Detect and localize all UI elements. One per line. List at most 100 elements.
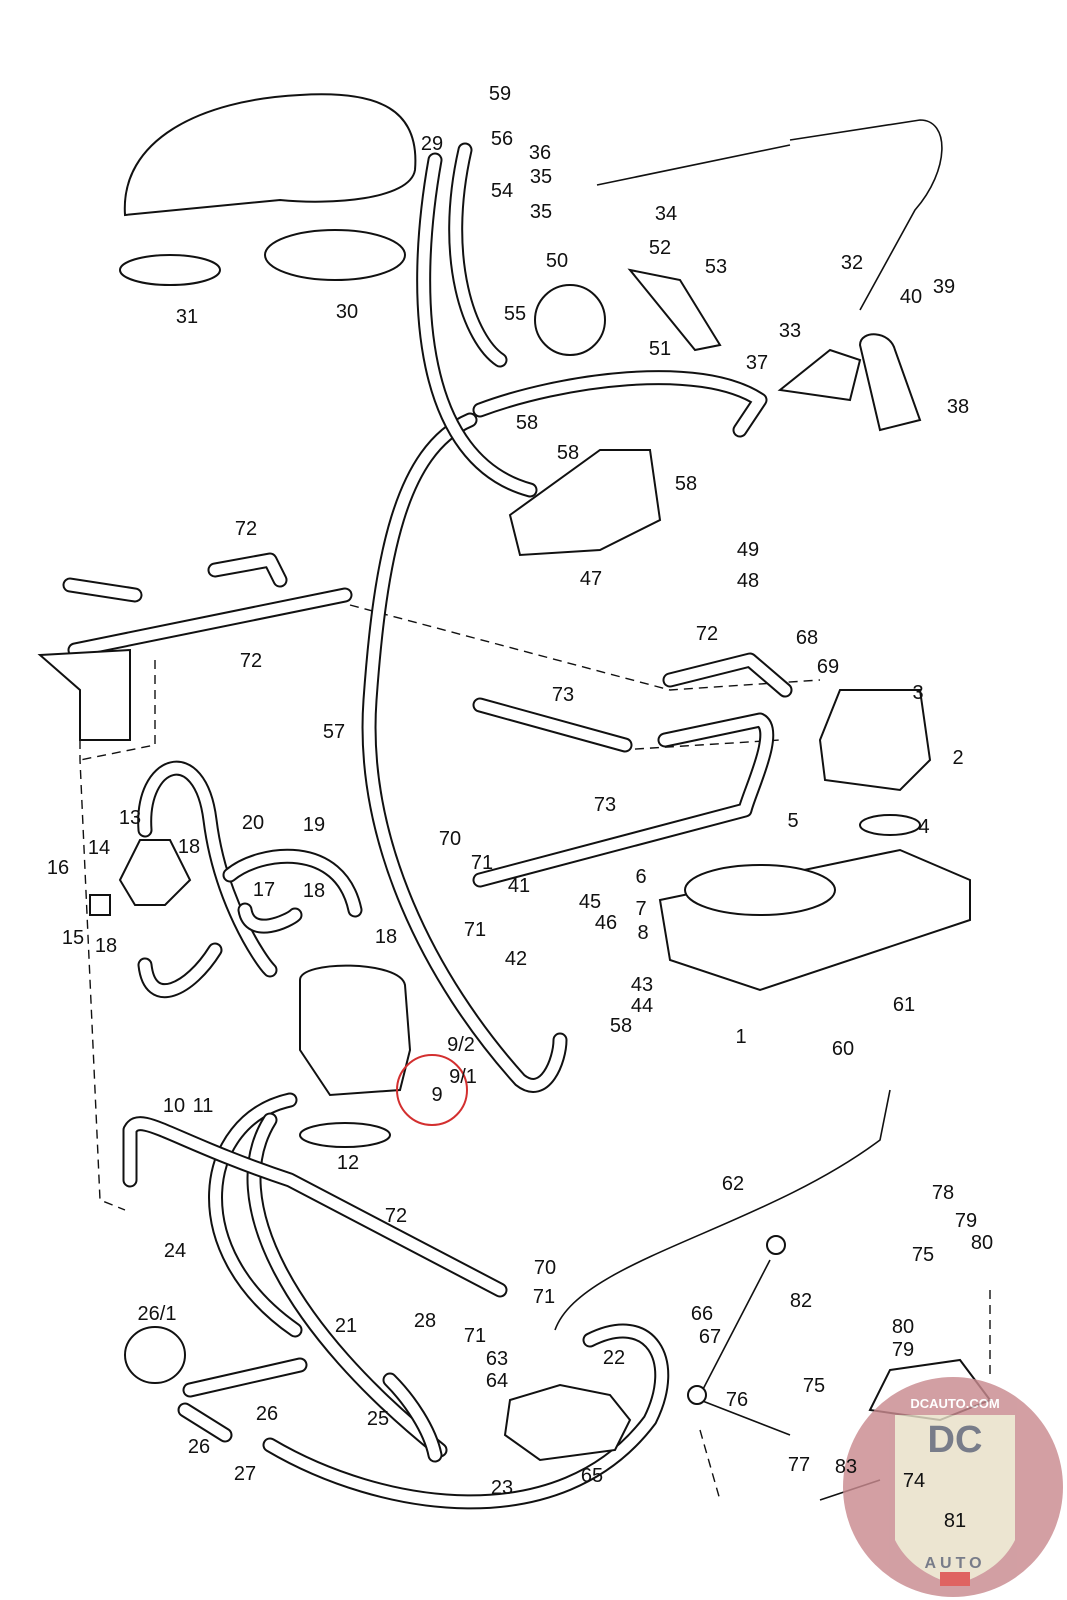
part-label-70: 70 [534, 1257, 556, 1279]
part-label-62: 62 [722, 1173, 744, 1195]
part-label-80: 80 [971, 1232, 993, 1254]
part-label-36: 36 [529, 142, 551, 164]
part-label-74: 74 [903, 1470, 925, 1492]
part-label-72: 72 [696, 623, 718, 645]
part-label-54: 54 [491, 180, 513, 202]
part-label-23: 23 [491, 1477, 513, 1499]
part-label-11: 11 [193, 1095, 214, 1117]
part-label-71: 71 [464, 1325, 486, 1347]
part-label-81: 81 [944, 1510, 966, 1532]
part-label-15: 15 [62, 927, 84, 949]
part-label-25: 25 [367, 1408, 389, 1430]
part-label-19: 19 [303, 814, 325, 836]
part-label-59: 59 [489, 83, 511, 105]
part-label-9: 9 [431, 1084, 442, 1106]
part-label-9-2: 9/2 [447, 1034, 475, 1056]
part-label-75: 75 [912, 1244, 934, 1266]
part-label-53: 53 [705, 256, 727, 278]
part-label-24: 24 [164, 1240, 186, 1262]
part-label-66: 66 [691, 1303, 713, 1325]
part-label-78: 78 [932, 1182, 954, 1204]
assembly-dashed-lines [79, 604, 991, 1501]
part-label-30: 30 [336, 301, 358, 323]
part-label-31: 31 [176, 306, 198, 328]
part-label-34: 34 [655, 203, 677, 225]
part-label-35: 35 [530, 201, 552, 223]
part-label-79: 79 [892, 1339, 914, 1361]
part-label-64: 64 [486, 1370, 508, 1392]
part-label-2: 2 [952, 747, 963, 769]
part-label-51: 51 [649, 338, 671, 360]
part-label-61: 61 [893, 994, 915, 1016]
part-label-8: 8 [637, 922, 648, 944]
part-label-52: 52 [649, 237, 671, 259]
part-label-26-1: 26/1 [138, 1303, 177, 1325]
part-label-80: 80 [892, 1316, 914, 1338]
part-label-58: 58 [675, 473, 697, 495]
part-label-35: 35 [530, 166, 552, 188]
part-label-39: 39 [933, 276, 955, 298]
part-label-72: 72 [385, 1205, 407, 1227]
part-label-18: 18 [178, 836, 200, 858]
part-label-45: 45 [579, 891, 601, 913]
part-label-63: 63 [486, 1348, 508, 1370]
watermark-logo: DCAUTO.COM DC AUTO [843, 1377, 1063, 1597]
part-label-18: 18 [375, 926, 397, 948]
part-label-82: 82 [790, 1290, 812, 1312]
part-label-18: 18 [303, 880, 325, 902]
part-label-32: 32 [841, 252, 863, 274]
part-label-69: 69 [817, 656, 839, 678]
part-label-20: 20 [242, 812, 264, 834]
part-label-58: 58 [557, 442, 579, 464]
part-label-42: 42 [505, 948, 527, 970]
air-intake-boot [123, 93, 417, 217]
part-label-12: 12 [337, 1152, 359, 1174]
part-label-58: 58 [516, 412, 538, 434]
part-label-72: 72 [235, 518, 257, 540]
part-label-1: 1 [735, 1026, 746, 1048]
parts [37, 93, 992, 1501]
part-label-55: 55 [504, 303, 526, 325]
part-label-79: 79 [955, 1210, 977, 1232]
part-label-71: 71 [471, 852, 493, 874]
part-label-76: 76 [726, 1389, 748, 1411]
part-label-50: 50 [546, 250, 568, 272]
part-label-21: 21 [335, 1315, 357, 1337]
watermark-bottom-text: AUTO [924, 1555, 985, 1572]
part-label-73: 73 [552, 684, 574, 706]
part-label-68: 68 [796, 627, 818, 649]
part-label-38: 38 [947, 396, 969, 418]
highlight-circle [396, 1054, 468, 1126]
part-label-77: 77 [788, 1454, 810, 1476]
part-label-58: 58 [610, 1015, 632, 1037]
part-label-22: 22 [603, 1347, 625, 1369]
part-label-57: 57 [323, 721, 345, 743]
part-label-49: 49 [737, 539, 759, 561]
part-label-71: 71 [464, 919, 486, 941]
part-label-6: 6 [635, 866, 646, 888]
part-label-70: 70 [439, 828, 461, 850]
part-label-33: 33 [779, 320, 801, 342]
part-label-73: 73 [594, 794, 616, 816]
part-label-67: 67 [699, 1326, 721, 1348]
part-label-16: 16 [47, 857, 69, 879]
part-label-37: 37 [746, 352, 768, 374]
part-label-26: 26 [256, 1403, 278, 1425]
part-label-14: 14 [88, 837, 110, 859]
part-label-9-1: 9/1 [449, 1066, 477, 1088]
part-label-4: 4 [918, 816, 929, 838]
part-label-41: 41 [508, 875, 530, 897]
part-label-71: 71 [533, 1286, 555, 1308]
part-label-28: 28 [414, 1310, 436, 1332]
part-label-40: 40 [900, 286, 922, 308]
part-label-10: 10 [163, 1095, 185, 1117]
part-label-65: 65 [581, 1465, 603, 1487]
part-label-72: 72 [240, 650, 262, 672]
part-label-44: 44 [631, 995, 653, 1017]
part-label-60: 60 [832, 1038, 854, 1060]
watermark-top-text: DCAUTO.COM [910, 1396, 999, 1411]
part-label-47: 47 [580, 568, 602, 590]
